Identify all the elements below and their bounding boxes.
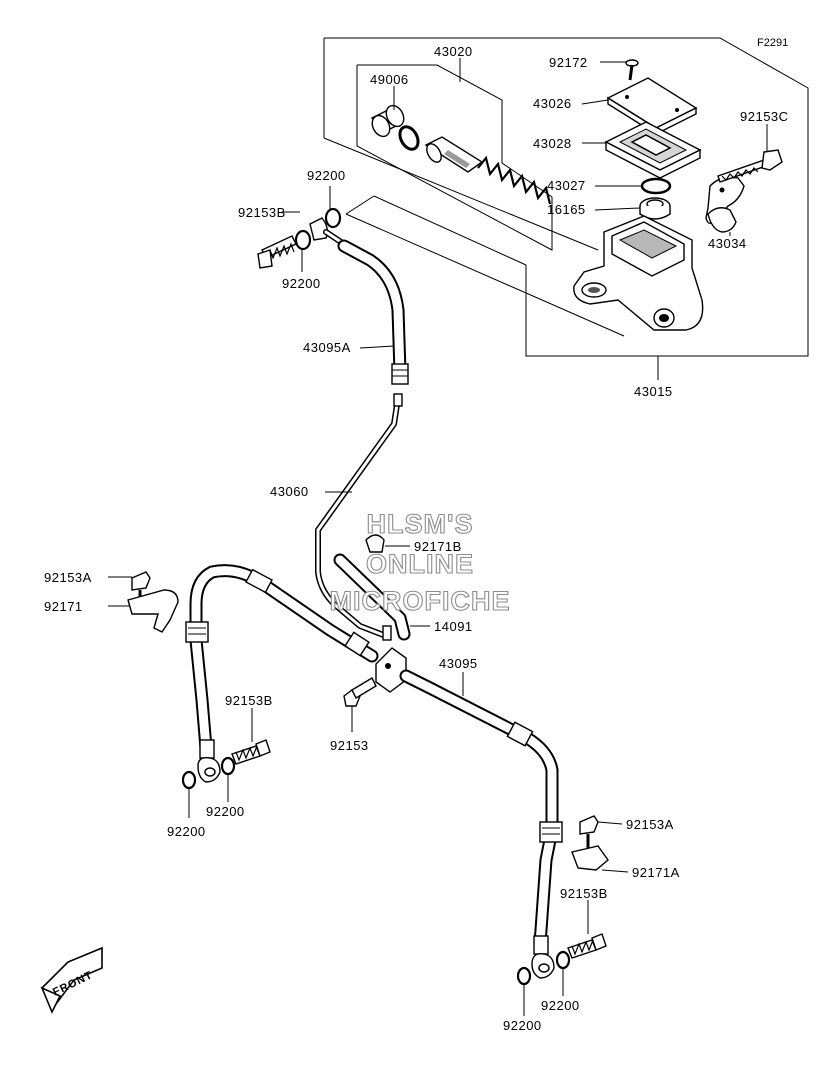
watermark: HLSM'S ONLINE MICROFICHE	[329, 508, 511, 616]
callout-92172: 92172	[549, 55, 588, 70]
callout-92200-left1: 92200	[206, 804, 245, 819]
banjo-bolt-left	[181, 739, 271, 790]
circlip-ring	[398, 125, 420, 151]
master-cylinder-frame	[323, 37, 809, 357]
hose-43095A	[323, 229, 409, 385]
callout-43060: 43060	[270, 484, 309, 499]
callout-92153: 92153	[330, 738, 369, 753]
watermark-line2: ONLINE	[366, 549, 474, 579]
left-hose	[185, 564, 379, 783]
bolt-92153C	[717, 149, 783, 183]
callout-92200-top2: 92200	[282, 276, 321, 291]
piston-rod	[424, 136, 484, 173]
watermark-line1: HLSM'S	[367, 509, 474, 539]
watermark-line3: MICROFICHE	[330, 586, 511, 616]
callout-92153B-left: 92153B	[225, 693, 273, 708]
callout-92171B: 92171B	[414, 539, 462, 554]
bolt-92153	[343, 677, 377, 707]
callout-43095A: 43095A	[303, 340, 351, 355]
callout-92153C: 92153C	[740, 109, 789, 124]
callout-92200-right1: 92200	[541, 998, 580, 1013]
callout-43095: 43095	[439, 656, 478, 671]
callout-92171: 92171	[44, 599, 83, 614]
boot-49006	[371, 104, 405, 138]
bracket-92171A-right	[571, 815, 609, 871]
callout-92171A: 92171A	[632, 865, 680, 880]
callout-92153A-right: 92153A	[626, 817, 674, 832]
master-cylinder-body	[573, 215, 704, 331]
callout-43028: 43028	[533, 136, 572, 151]
callout-43020: 43020	[434, 44, 473, 59]
screw-92172	[625, 59, 639, 81]
banjo-bolt-right	[516, 933, 607, 986]
callout-43015: 43015	[634, 384, 673, 399]
front-direction-arrow: FRONT	[40, 946, 103, 1014]
metal-pipe-43060	[315, 393, 403, 641]
callout-92153B-top: 92153B	[238, 205, 286, 220]
junction-block	[375, 647, 407, 693]
piston-kit-parts	[371, 104, 552, 205]
clip-92171B	[365, 534, 385, 553]
bracket-92171-left	[127, 571, 179, 633]
cup-16165	[639, 197, 671, 220]
callout-92153A-left: 92153A	[44, 570, 92, 585]
callout-92200-right2: 92200	[503, 1018, 542, 1033]
leader-lines	[108, 58, 768, 1016]
callout-labels: 43020 49006 92172 43026 43028 92153C 430…	[44, 44, 789, 1033]
callout-14091: 14091	[434, 619, 473, 634]
clamp-43034	[705, 176, 745, 233]
figure-code: F2291	[757, 37, 788, 49]
top-banjo-fittings	[257, 207, 342, 269]
right-hose-43095	[399, 669, 563, 979]
diaphragm-43028	[604, 121, 702, 179]
callout-43026: 43026	[533, 96, 572, 111]
callout-16165: 16165	[547, 202, 586, 217]
return-spring	[477, 155, 552, 205]
callout-92200-top: 92200	[307, 168, 346, 183]
plate-43027	[640, 177, 672, 195]
callout-49006: 49006	[370, 72, 409, 87]
callout-92200-left2: 92200	[167, 824, 206, 839]
callout-43027: 43027	[547, 178, 586, 193]
piston-kit-frame	[356, 64, 553, 251]
callout-43034: 43034	[708, 236, 747, 251]
cover-14091	[333, 553, 411, 641]
callout-92153B-right: 92153B	[560, 886, 608, 901]
